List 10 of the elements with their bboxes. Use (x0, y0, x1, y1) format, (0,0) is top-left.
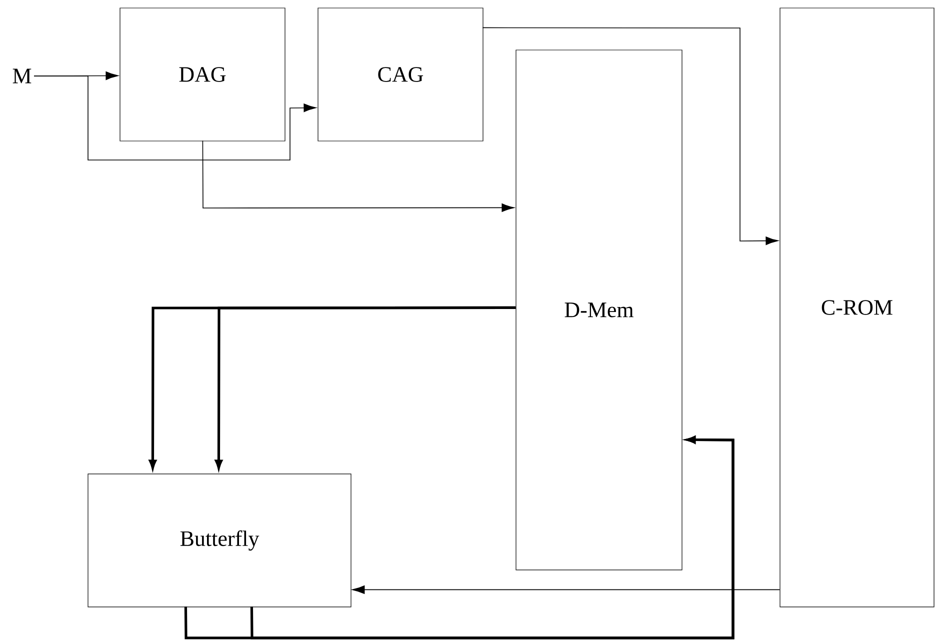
block-box: DAG (120, 8, 286, 142)
arrow (34, 76, 316, 160)
arrow (352, 585, 780, 594)
block-box: CAG (318, 8, 484, 142)
arrow (482, 27, 778, 246)
block-box: D-Mem (516, 50, 682, 570)
block-box: C-ROM (780, 8, 934, 608)
input-label: M (12, 68, 32, 84)
block-box: Butterfly (88, 474, 352, 608)
arrow (202, 140, 514, 212)
